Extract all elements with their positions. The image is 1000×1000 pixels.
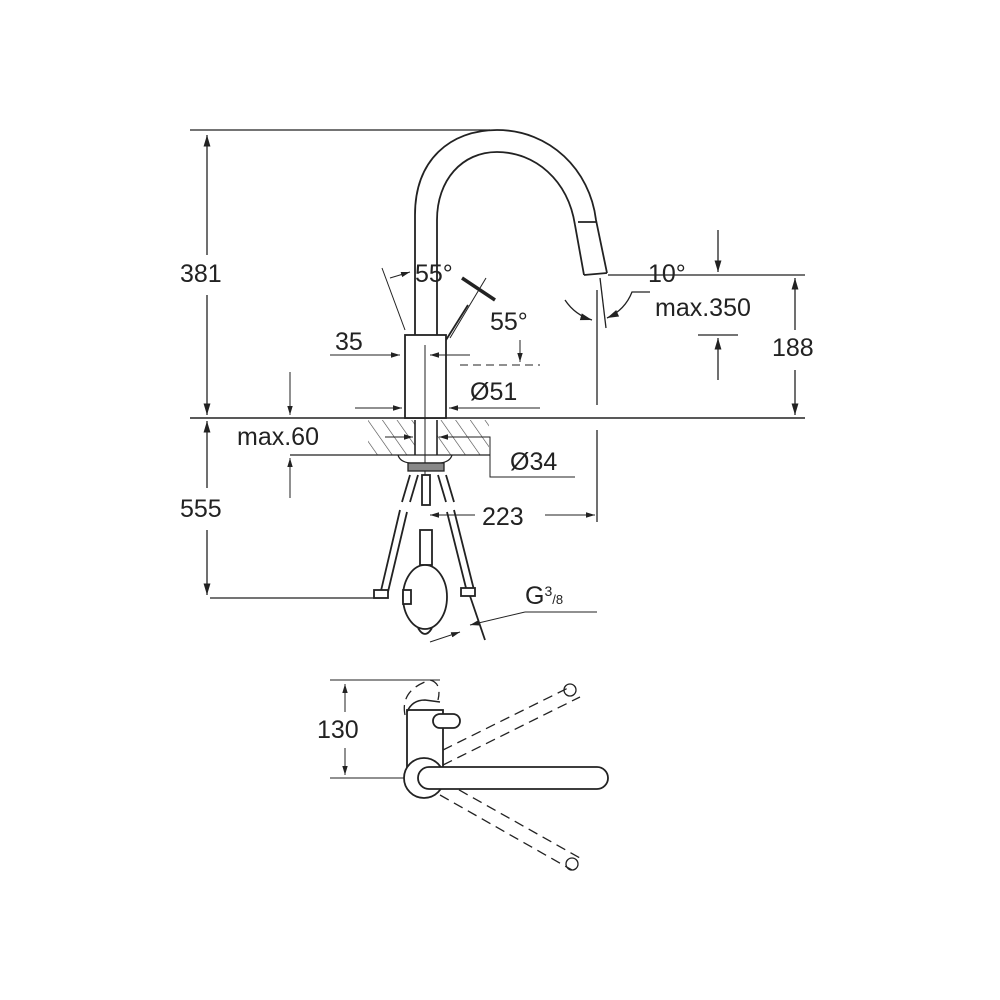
base-diameter-label: Ø51 (470, 378, 518, 406)
reference-lines (190, 129, 805, 599)
hose-length-label: max.350 (655, 294, 751, 322)
outlet-height-label: 188 (772, 334, 814, 362)
thread-numerator: 3 (544, 583, 553, 599)
mounting-hole-label: Ø34 (510, 448, 558, 476)
supply-hoses (373, 474, 486, 641)
countertop-section (290, 420, 490, 472)
lever-angle-left-label: 55° (415, 260, 453, 288)
faucet-spout (414, 129, 608, 335)
lever-offset-label: 35 (335, 328, 363, 356)
total-height-label: 381 (180, 260, 222, 288)
spout-reach-label: 223 (482, 503, 524, 531)
faucet-body (404, 304, 469, 480)
thread-letter: G (525, 582, 545, 610)
lever-angle-right-label: 55° (490, 308, 528, 336)
deck-thickness-label: max.60 (237, 423, 319, 451)
connection-thread-label: G3/8 (525, 582, 564, 610)
spray-angle-label: 10° (648, 260, 686, 288)
mounting-hole-dimension (385, 434, 575, 478)
thread-denominator: 8 (555, 592, 564, 607)
thread-leader (429, 611, 597, 643)
top-view (330, 679, 609, 871)
below-deck-length-label: 555 (180, 495, 222, 523)
lever-angle-marks (381, 267, 540, 366)
hose-dimension (564, 230, 738, 380)
top-view-depth-label: 130 (317, 716, 359, 744)
